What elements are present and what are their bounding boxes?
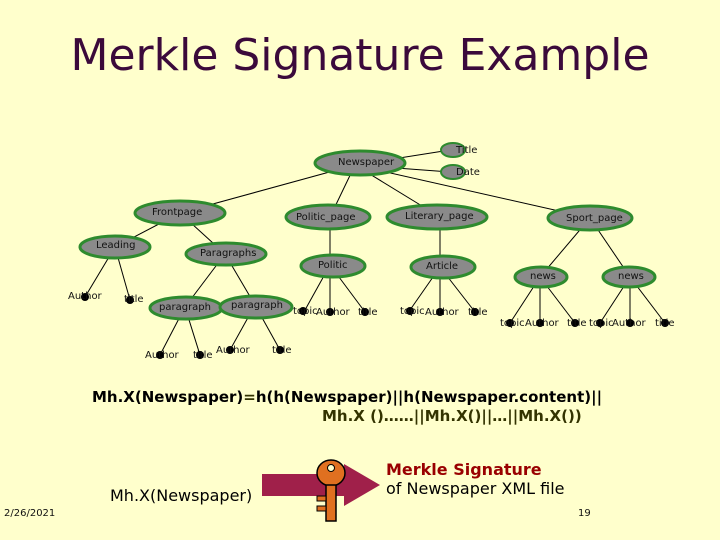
politic-page-label: Politic_page xyxy=(296,212,356,223)
merkle-signature-subtitle: of Newspaper XML file xyxy=(386,479,565,498)
frontpage-node xyxy=(133,199,227,227)
formula-line-2: Mh.X ()……||Mh.X()||…||Mh.X()) xyxy=(322,407,582,425)
frontpage-label: Frontpage xyxy=(152,207,203,218)
news-label: news xyxy=(618,271,644,282)
leaf-label: title xyxy=(193,350,213,361)
arrow-head xyxy=(344,464,380,506)
article-label: Article xyxy=(426,261,459,272)
paragraph-label: paragraph xyxy=(159,302,211,313)
leaf-dot xyxy=(596,319,604,327)
leaf-dot xyxy=(626,319,634,327)
merkle-signature-caption: Merkle Signature of Newspaper XML file xyxy=(386,460,565,498)
leaf-label: Author xyxy=(525,318,559,329)
leaf-label: title xyxy=(655,318,675,329)
leaf-label: Author xyxy=(316,307,350,318)
leaf-label: title xyxy=(358,307,378,318)
leaf-label: topic xyxy=(589,318,614,329)
leaf-dot xyxy=(506,319,514,327)
slide-date: 2/26/2021 xyxy=(4,508,56,519)
politic-page-node xyxy=(284,203,372,231)
edge xyxy=(354,164,591,219)
newspaper-label: Newspaper xyxy=(338,157,395,168)
leaf-dot xyxy=(436,308,444,316)
sport-page-node xyxy=(546,204,634,232)
leaf-dot xyxy=(299,307,307,315)
formula-rhs: h(h(Newspaper)||h(Newspaper.content)|| xyxy=(255,388,603,406)
sport-page-label: Sport_page xyxy=(566,213,623,224)
title-attr-label: Title xyxy=(456,145,478,156)
key-icon xyxy=(316,459,346,522)
date-attr-label: Date xyxy=(456,167,480,178)
leaf-label: title xyxy=(567,318,587,329)
title-attr-node xyxy=(440,142,466,158)
leaf-label: Author xyxy=(68,291,102,302)
leaf-dot xyxy=(406,307,414,315)
literary-page-label: Literary_page xyxy=(405,211,474,222)
leaf-label: Author xyxy=(145,350,179,361)
leading-node xyxy=(78,234,152,260)
leaf-label: topic xyxy=(400,306,425,317)
leaf-dot xyxy=(226,346,234,354)
leaf-label: Author xyxy=(216,345,250,356)
mhx-newspaper-label: Mh.X(Newspaper) xyxy=(110,486,253,505)
leaf-label: Author xyxy=(612,318,646,329)
politic-node xyxy=(299,253,367,279)
paragraphs-label: Paragraphs xyxy=(200,248,257,259)
news-node xyxy=(513,265,569,289)
merkle-signature-title: Merkle Signature xyxy=(386,460,542,479)
paragraph-label: paragraph xyxy=(231,300,283,311)
leaf-label: topic xyxy=(500,318,525,329)
leaf-label: title xyxy=(272,345,292,356)
slide-title: Merkle Signature Example xyxy=(70,30,650,81)
article-node xyxy=(409,254,477,280)
formula-line-1: Mh.X(Newspaper)=h(h(Newspaper)||h(Newspa… xyxy=(92,388,602,406)
leaf-dot xyxy=(571,319,579,327)
leaf-dot xyxy=(196,351,204,359)
leaf-dot xyxy=(81,293,89,301)
leaf-label: title xyxy=(124,294,144,305)
leading-label: Leading xyxy=(96,240,136,251)
date-attr-node xyxy=(440,164,466,180)
politic-label: Politic xyxy=(318,260,348,271)
literary-page-node xyxy=(385,203,489,231)
leaf-label: topic xyxy=(293,306,318,317)
formula-lhs: Mh.X(Newspaper) xyxy=(92,388,244,406)
leaf-dot xyxy=(471,308,479,316)
leaf-dot xyxy=(156,351,164,359)
paragraph-node xyxy=(218,294,294,320)
formula-equals: = xyxy=(243,388,256,406)
news-node xyxy=(601,265,657,289)
leaf-dot xyxy=(536,319,544,327)
page-number: 19 xyxy=(578,508,591,519)
leaf-dot xyxy=(276,346,284,354)
leaf-dot xyxy=(126,296,134,304)
leaf-label: Author xyxy=(425,307,459,318)
leaf-dot xyxy=(326,308,334,316)
newspaper-node xyxy=(313,149,407,177)
leaf-dot xyxy=(361,308,369,316)
leaf-label: title xyxy=(468,307,488,318)
leaf-dot xyxy=(661,319,669,327)
paragraphs-node xyxy=(184,241,268,267)
news-label: news xyxy=(530,271,556,282)
